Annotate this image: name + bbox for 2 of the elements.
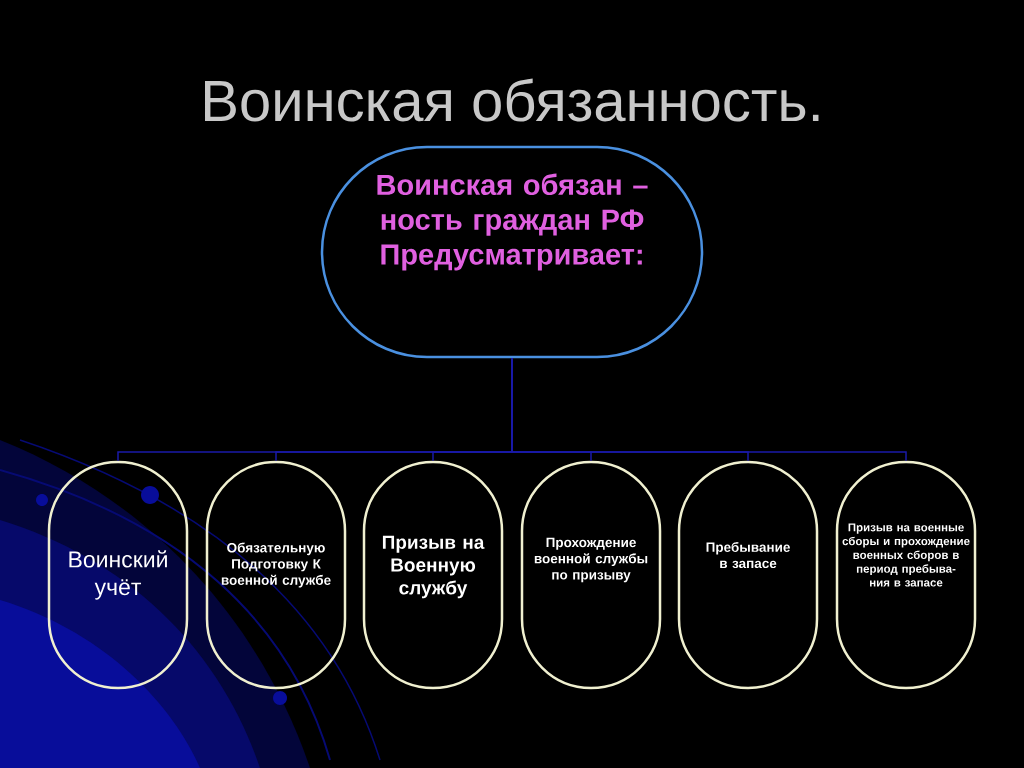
slide-title: Воинская обязанность. [205, 78, 819, 122]
connector-line [511, 357, 907, 462]
